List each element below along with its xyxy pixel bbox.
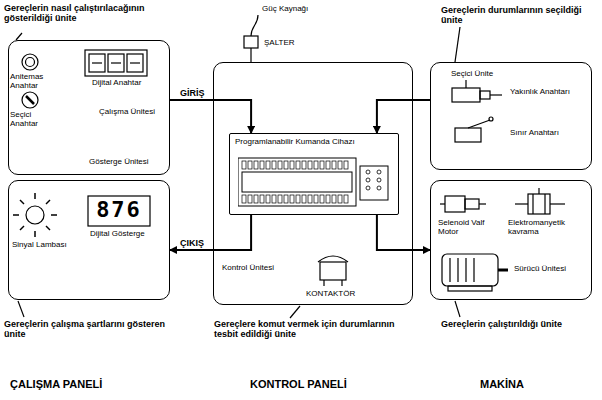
unit-title: Çalışma Ünitesi — [99, 107, 165, 116]
part-label: Dijital Gösterge — [90, 229, 152, 238]
unit-caption: Gereçlerin durumlarının seçildiği ünite — [441, 5, 591, 25]
part-label: ŞALTER — [264, 38, 324, 47]
digital-readout: 876 — [88, 198, 150, 222]
unit-box: Gereçlerin durumlarının seçildiği üniteS… — [430, 62, 592, 170]
unit-box: Programlanabilir Kumanda Cihazı — [229, 133, 399, 215]
part-label: Sınır Anahtarı — [510, 128, 582, 137]
part-label: Elektromanyetik kavrama — [508, 218, 588, 236]
unit-title: Kontrol Ünitesi — [222, 263, 312, 272]
part-label: Selenoid Valf Motor — [438, 218, 493, 236]
unit-box: Kontrol ÜnitesiGereçlere komut vermek iç… — [213, 62, 413, 305]
signal-arrow — [377, 100, 430, 133]
unit-box: Gereçlerin nasıl çalıştırılacağının göst… — [8, 40, 170, 175]
unit-caption: Gereçlerin nasıl çalıştırılacağının göst… — [4, 3, 164, 23]
edge-label: GİRİŞ — [178, 88, 207, 98]
panel-title: MAKİNA — [480, 380, 560, 389]
signal-arrow — [170, 215, 251, 250]
part-label: Sinyal Lambası — [12, 240, 72, 249]
unit-caption: Gereçlere komut vermek için durumlarının… — [214, 319, 414, 339]
part-label: Seçici Anahtar — [10, 110, 58, 128]
part-label: Güç Kaynağı — [262, 4, 342, 13]
part-label: Anitemas Anahtar — [10, 72, 58, 90]
part-label: Dijital Anahtar — [92, 78, 152, 87]
unit-title: Programlanabilir Kumanda Cihazı — [235, 137, 395, 146]
unit-box: Gereçlerin çalıştırıldığı ünite — [430, 180, 592, 300]
unit-caption: Gereçlerin çalışma şartlarını gösteren ü… — [4, 319, 169, 339]
part-label: Yakınlık Anahtarı — [510, 87, 582, 96]
edge-label: ÇIKIŞ — [178, 238, 206, 248]
plc-drawing — [238, 152, 390, 210]
unit-caption: Gereçlerin çalıştırıldığı ünite — [441, 319, 591, 329]
part-label: Sürücü Ünitesi — [514, 264, 586, 273]
signal-arrow — [377, 215, 430, 250]
panel-title: ÇALIŞMA PANELİ — [10, 380, 130, 389]
signal-arrow — [170, 100, 251, 133]
unit-title: Seçici Ünite — [451, 69, 551, 78]
panel-title: KONTROL PANELİ — [250, 380, 370, 389]
unit-title: Gösterge Ünitesi — [89, 157, 165, 166]
part-label: KONTAKTÖR — [306, 289, 376, 298]
